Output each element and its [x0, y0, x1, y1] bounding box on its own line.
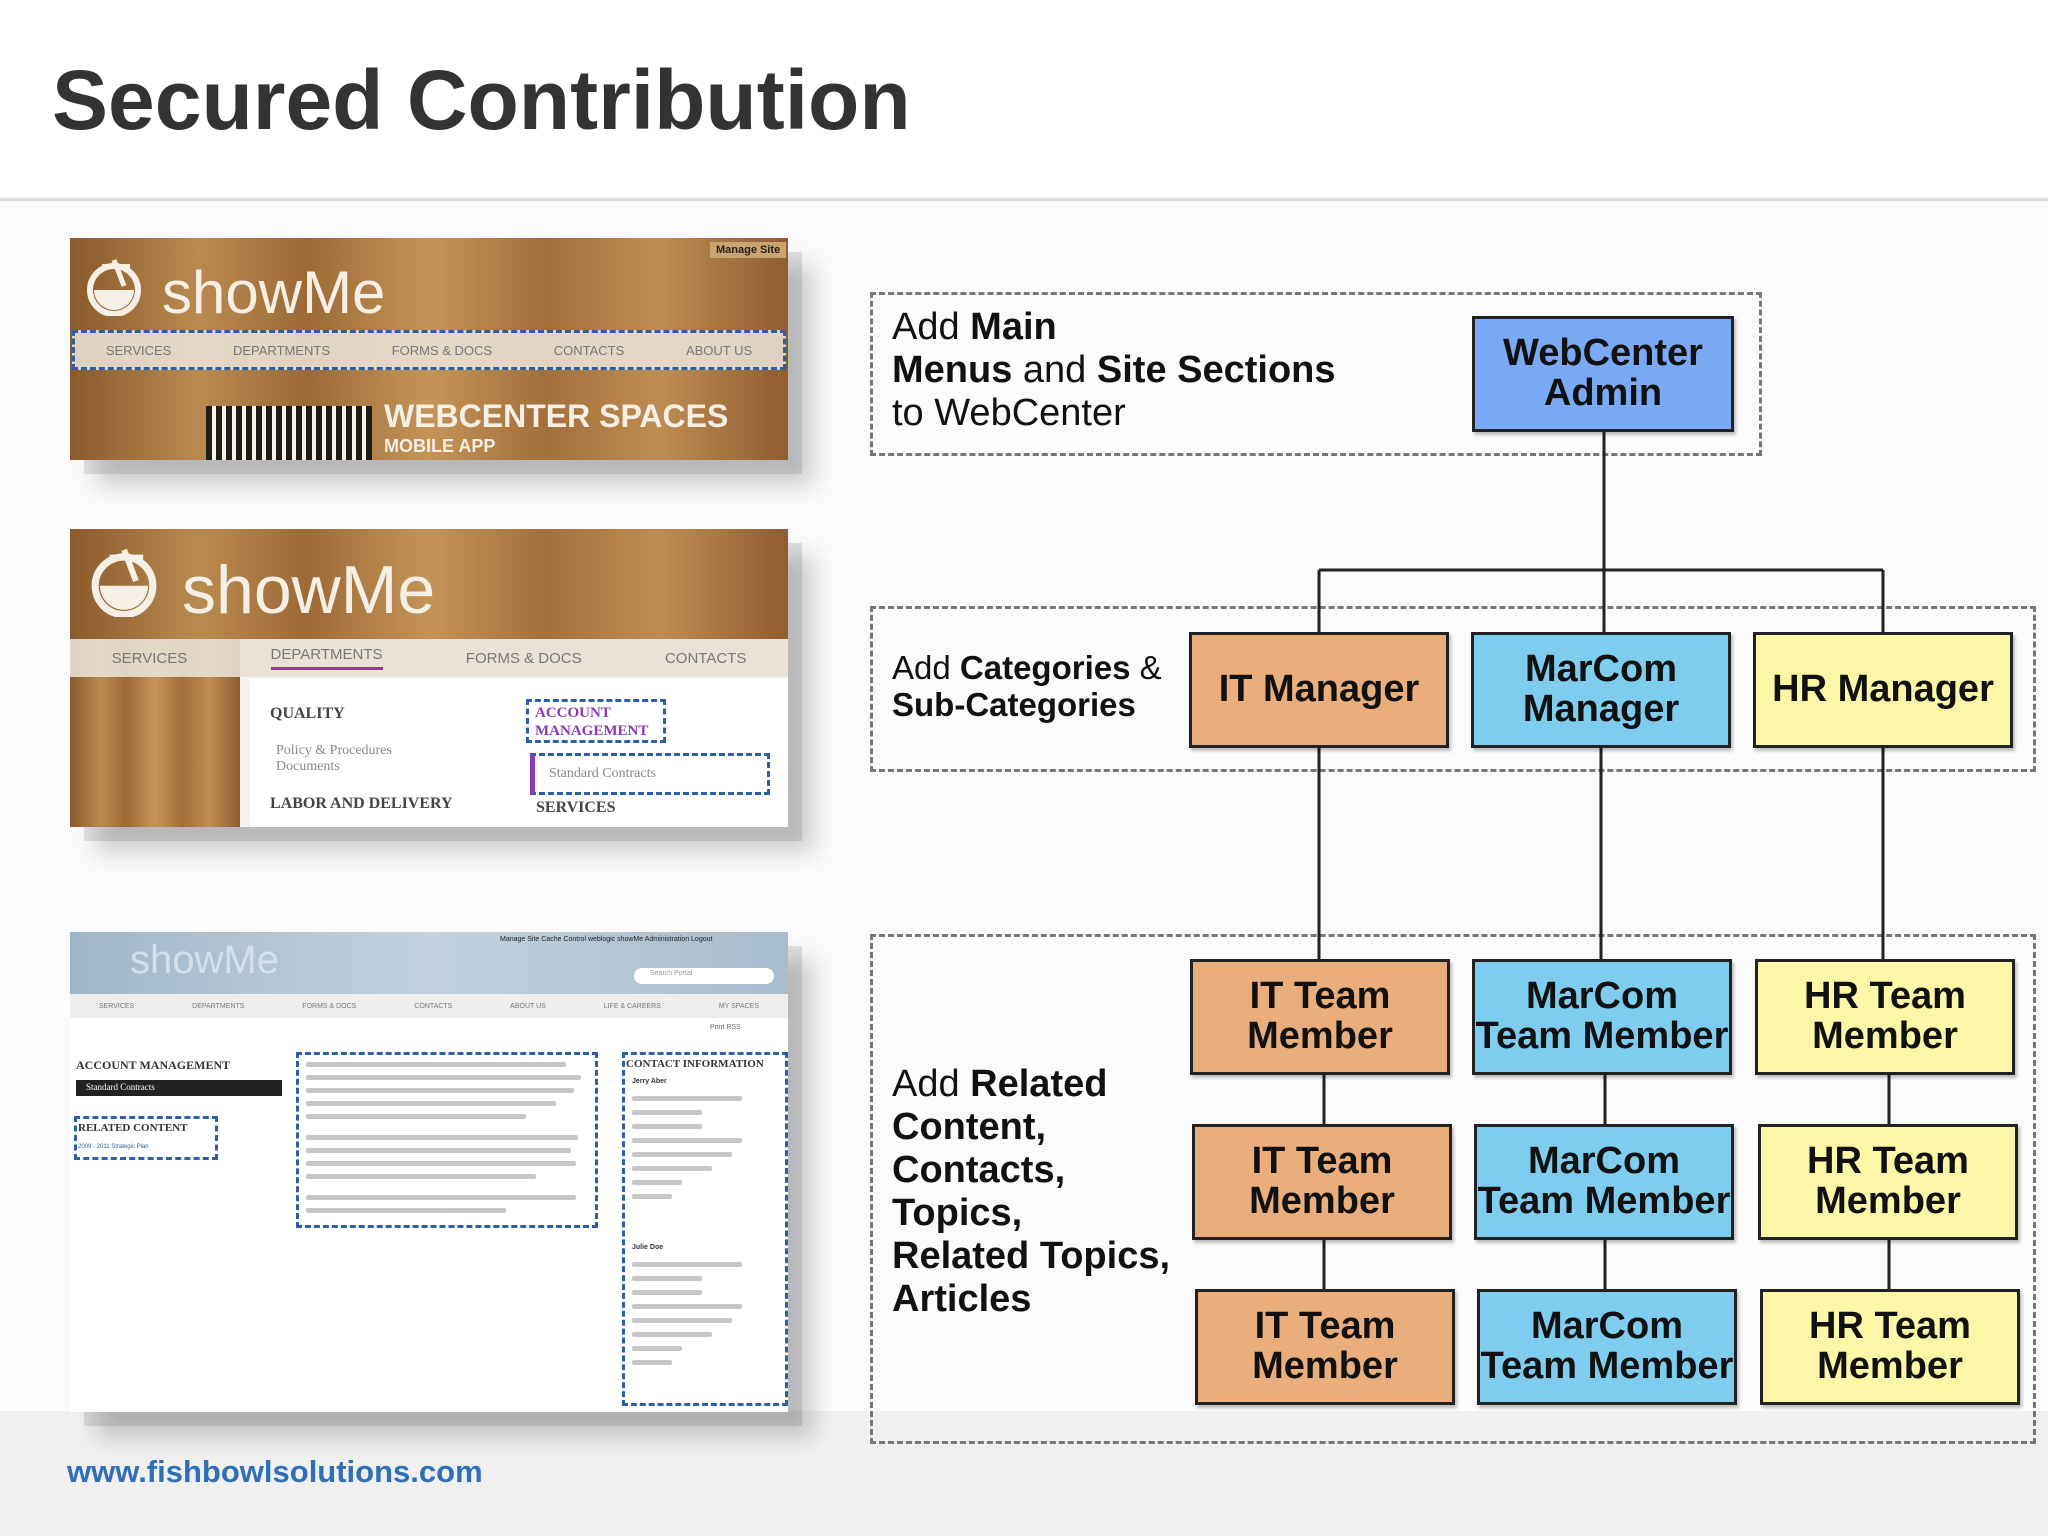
- node-marcom-team-member: MarCom Team Member: [1472, 959, 1732, 1075]
- section-main-menus: [870, 292, 1762, 456]
- subcategory-standard-contracts[interactable]: Standard Contracts: [530, 753, 770, 795]
- page-title: Secured Contribution: [52, 53, 911, 147]
- main-menu-bar: SERVICES DEPARTMENTS FORMS & DOCS CONTAC…: [72, 330, 786, 370]
- related-content-heading: RELATED CONTENT: [78, 1122, 188, 1134]
- menu-forms-docs[interactable]: FORMS & DOCS: [465, 649, 582, 667]
- contact-info-heading: CONTACT INFORMATION: [626, 1058, 764, 1070]
- article-body-box: [296, 1052, 598, 1228]
- node-marcom-team-member: MarCom Team Member: [1477, 1289, 1737, 1405]
- top-links[interactable]: Manage Site Cache Control weblogic showM…: [500, 936, 713, 943]
- logo-text: showMe: [162, 259, 386, 326]
- menu-services[interactable]: SERVICES: [98, 1002, 135, 1010]
- category-quality[interactable]: QUALITY: [270, 705, 345, 722]
- menu-departments[interactable]: DEPARTMENTS: [233, 342, 331, 358]
- node-marcom-manager: MarCom Manager: [1471, 632, 1731, 748]
- search-input[interactable]: Search Portal: [634, 968, 774, 984]
- footer-url-link[interactable]: www.fishbowlsolutions.com: [67, 1454, 483, 1489]
- node-hr-manager: HR Manager: [1753, 632, 2013, 748]
- banner-subtitle: MOBILE APP: [384, 436, 496, 456]
- contact-name-2: Julie Doe: [632, 1244, 664, 1251]
- qr-code-icon: [206, 406, 372, 460]
- node-hr-team-member: HR Team Member: [1755, 959, 2015, 1075]
- bowl-logo-icon: [88, 545, 160, 619]
- menu-forms-docs[interactable]: FORMS & DOCS: [391, 342, 493, 358]
- related-content-link[interactable]: 2009 - 2011 Strategic Plan: [78, 1144, 149, 1150]
- banner-title: WEBCENTER SPACES: [384, 398, 729, 434]
- menu-life-careers[interactable]: LIFE & CAREERS: [603, 1002, 661, 1010]
- related-content-box: [74, 1116, 218, 1160]
- menu-forms-docs[interactable]: FORMS & DOCS: [302, 1002, 357, 1010]
- subcategory-policy[interactable]: Policy & Procedures Documents: [276, 743, 392, 774]
- screenshot-categories: showMe SERVICES DEPARTMENTS FORMS & DOCS…: [70, 529, 788, 827]
- menu-contacts[interactable]: CONTACTS: [664, 649, 747, 667]
- node-it-manager: IT Manager: [1189, 632, 1449, 748]
- contact-info-box: [622, 1052, 788, 1406]
- menu-services[interactable]: SERVICES: [105, 342, 172, 358]
- left-nav-selected[interactable]: Standard Contracts: [76, 1080, 282, 1096]
- category-labor[interactable]: LABOR AND DELIVERY: [270, 795, 453, 812]
- menu-departments[interactable]: DEPARTMENTS: [270, 646, 383, 670]
- node-marcom-team-member: MarCom Team Member: [1474, 1124, 1734, 1240]
- wood-banner: [70, 529, 788, 639]
- left-nav-heading: ACCOUNT MANAGEMENT: [76, 1058, 231, 1072]
- contact-details-1: [632, 1096, 772, 1199]
- section-related-content: [870, 934, 2036, 1444]
- article-text-lines: [306, 1062, 588, 1213]
- bowl-logo-icon: [84, 256, 144, 317]
- contact-name-1: Jerry Aber: [632, 1078, 667, 1085]
- node-hr-team-member: HR Team Member: [1758, 1124, 2018, 1240]
- menu-contacts[interactable]: CONTACTS: [414, 1002, 453, 1010]
- logo-text: showMe: [130, 938, 279, 982]
- section-categories: [870, 606, 2036, 772]
- menu-services[interactable]: SERVICES: [111, 649, 188, 667]
- node-hr-team-member: HR Team Member: [1760, 1289, 2020, 1405]
- menu-my-spaces[interactable]: MY SPACES: [718, 1002, 760, 1010]
- category-account-management[interactable]: ACCOUNT MANAGEMENT: [526, 699, 666, 743]
- slide-header: [0, 0, 2048, 201]
- row-label-categories: Add Categories &Sub-Categories: [892, 649, 1162, 724]
- print-rss-links[interactable]: Print RSS: [710, 1024, 741, 1031]
- node-it-team-member: IT Team Member: [1190, 959, 1450, 1075]
- node-it-team-member: IT Team Member: [1192, 1124, 1452, 1240]
- node-it-team-member: IT Team Member: [1195, 1289, 1455, 1405]
- footer-band: [0, 1411, 2048, 1536]
- main-menu-bar: SERVICES DEPARTMENTS FORMS & DOCS CONTAC…: [70, 994, 788, 1018]
- menu-about-us[interactable]: ABOUT US: [685, 342, 753, 358]
- menu-contacts[interactable]: CONTACTS: [553, 342, 625, 358]
- screenshot-related-content: showMe Manage Site Cache Control weblogi…: [70, 932, 788, 1412]
- menu-departments[interactable]: DEPARTMENTS: [192, 1002, 245, 1010]
- contact-details-2: [632, 1262, 772, 1365]
- node-webcenter-admin: WebCenter Admin: [1472, 316, 1734, 432]
- screenshot-main-menu: showMe Manage Site SERVICES DEPARTMENTS …: [70, 238, 788, 460]
- category-services[interactable]: SERVICES: [536, 799, 616, 816]
- manage-site-link[interactable]: Manage Site: [710, 242, 787, 258]
- main-menu-bar: SERVICES DEPARTMENTS FORMS & DOCS CONTAC…: [70, 639, 788, 677]
- menu-about-us[interactable]: ABOUT US: [510, 1002, 546, 1010]
- logo-text: showMe: [182, 552, 436, 628]
